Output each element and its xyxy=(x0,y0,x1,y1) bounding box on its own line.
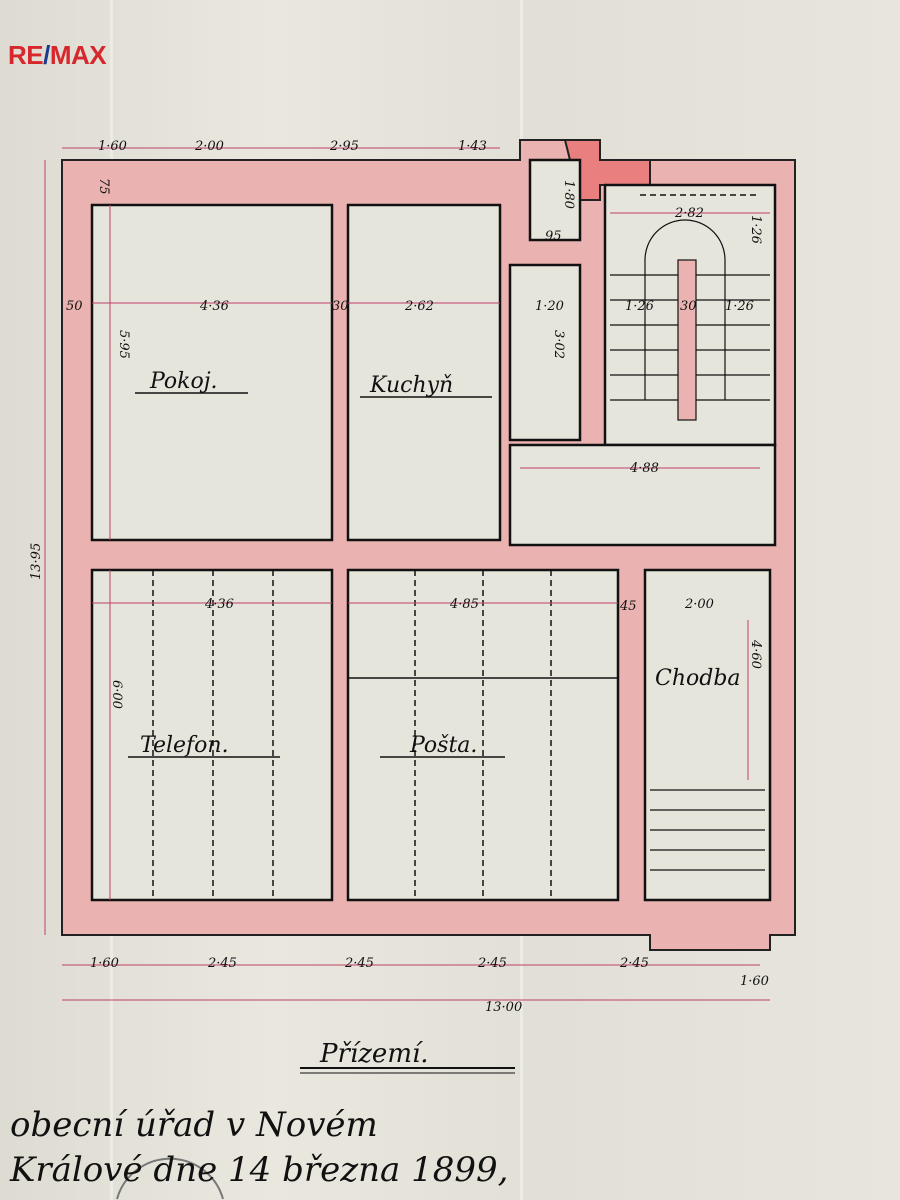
dimension-label: 4·36 xyxy=(199,299,229,314)
room-chodba xyxy=(643,568,772,902)
dimension-label: 2·82 xyxy=(674,206,704,221)
dimension-label: 2·45 xyxy=(207,956,237,971)
logo-max: MAX xyxy=(49,40,107,70)
logo-slash: / xyxy=(43,40,50,70)
dimension-label: 2·45 xyxy=(344,956,374,971)
room-kuchyn xyxy=(346,203,502,542)
dimension-label: 75 xyxy=(96,178,111,195)
remax-logo: RE/MAX xyxy=(8,40,107,71)
room-label-chodba: Chodba xyxy=(655,666,741,691)
dimension-label: 1·60 xyxy=(740,974,769,989)
room-label-posta: Pošta. xyxy=(409,733,477,758)
dimension-label: 2·95 xyxy=(329,139,359,154)
room-label-telefon: Telefon. xyxy=(140,733,229,758)
vault-lines xyxy=(152,194,760,900)
logo-re: RE xyxy=(8,40,44,70)
dimension-label: 1·60 xyxy=(90,956,119,971)
dimension-label: 50 xyxy=(66,299,83,314)
plan-title: Přízemí. xyxy=(319,1039,429,1069)
dimension-label: 2·45 xyxy=(619,956,649,971)
handwritten-note-line2: Králové dne 14 března 1899, xyxy=(10,1150,509,1190)
dimension-label: 2·45 xyxy=(477,956,507,971)
room-telefon xyxy=(90,568,334,902)
room-hall xyxy=(508,443,777,547)
dimension-label: 6·00 xyxy=(109,680,124,709)
dimension-label: 30 xyxy=(332,299,349,314)
dimension-label: 13·95 xyxy=(29,543,44,580)
room-label-kuchyn: Kuchyň xyxy=(369,373,453,398)
dimension-label: 30 xyxy=(680,299,697,314)
dimension-label: 13·00 xyxy=(485,1000,522,1015)
dimension-label: 4·88 xyxy=(629,461,659,476)
stairs xyxy=(610,219,770,871)
dimension-label: 2·00 xyxy=(684,597,714,612)
dimension-label: 4·36 xyxy=(204,597,234,612)
stamp xyxy=(116,1157,224,1200)
dimension-label: 1·60 xyxy=(98,139,127,154)
dimension-label: 5·95 xyxy=(116,330,131,359)
dimension-label: 1·20 xyxy=(535,299,564,314)
dimension-label: 95 xyxy=(545,229,562,244)
dimension-label: 4·85 xyxy=(449,597,479,612)
room-small xyxy=(528,158,582,242)
dimension-label: 1·26 xyxy=(748,215,763,244)
dimension-label: 3·02 xyxy=(551,330,566,359)
dimension-label: 2·62 xyxy=(404,299,434,314)
dimension-label: 1·26 xyxy=(725,299,754,314)
label-underlines xyxy=(128,392,515,1074)
dimension-label: 2·00 xyxy=(194,139,224,154)
room-pokoj xyxy=(90,203,334,542)
dimension-label: 1·80 xyxy=(561,180,576,209)
dimension-label: 45 xyxy=(619,599,637,614)
dimension-label: 1·26 xyxy=(625,299,654,314)
dimension-label: 1·43 xyxy=(458,139,487,154)
room-label-pokoj: Pokoj. xyxy=(149,369,218,394)
dimension-lines xyxy=(44,147,770,1001)
dimension-label: 4·60 xyxy=(748,639,763,669)
handwritten-note-line1: obecní úřad v Novém xyxy=(10,1105,378,1145)
room-pantry xyxy=(508,263,582,442)
